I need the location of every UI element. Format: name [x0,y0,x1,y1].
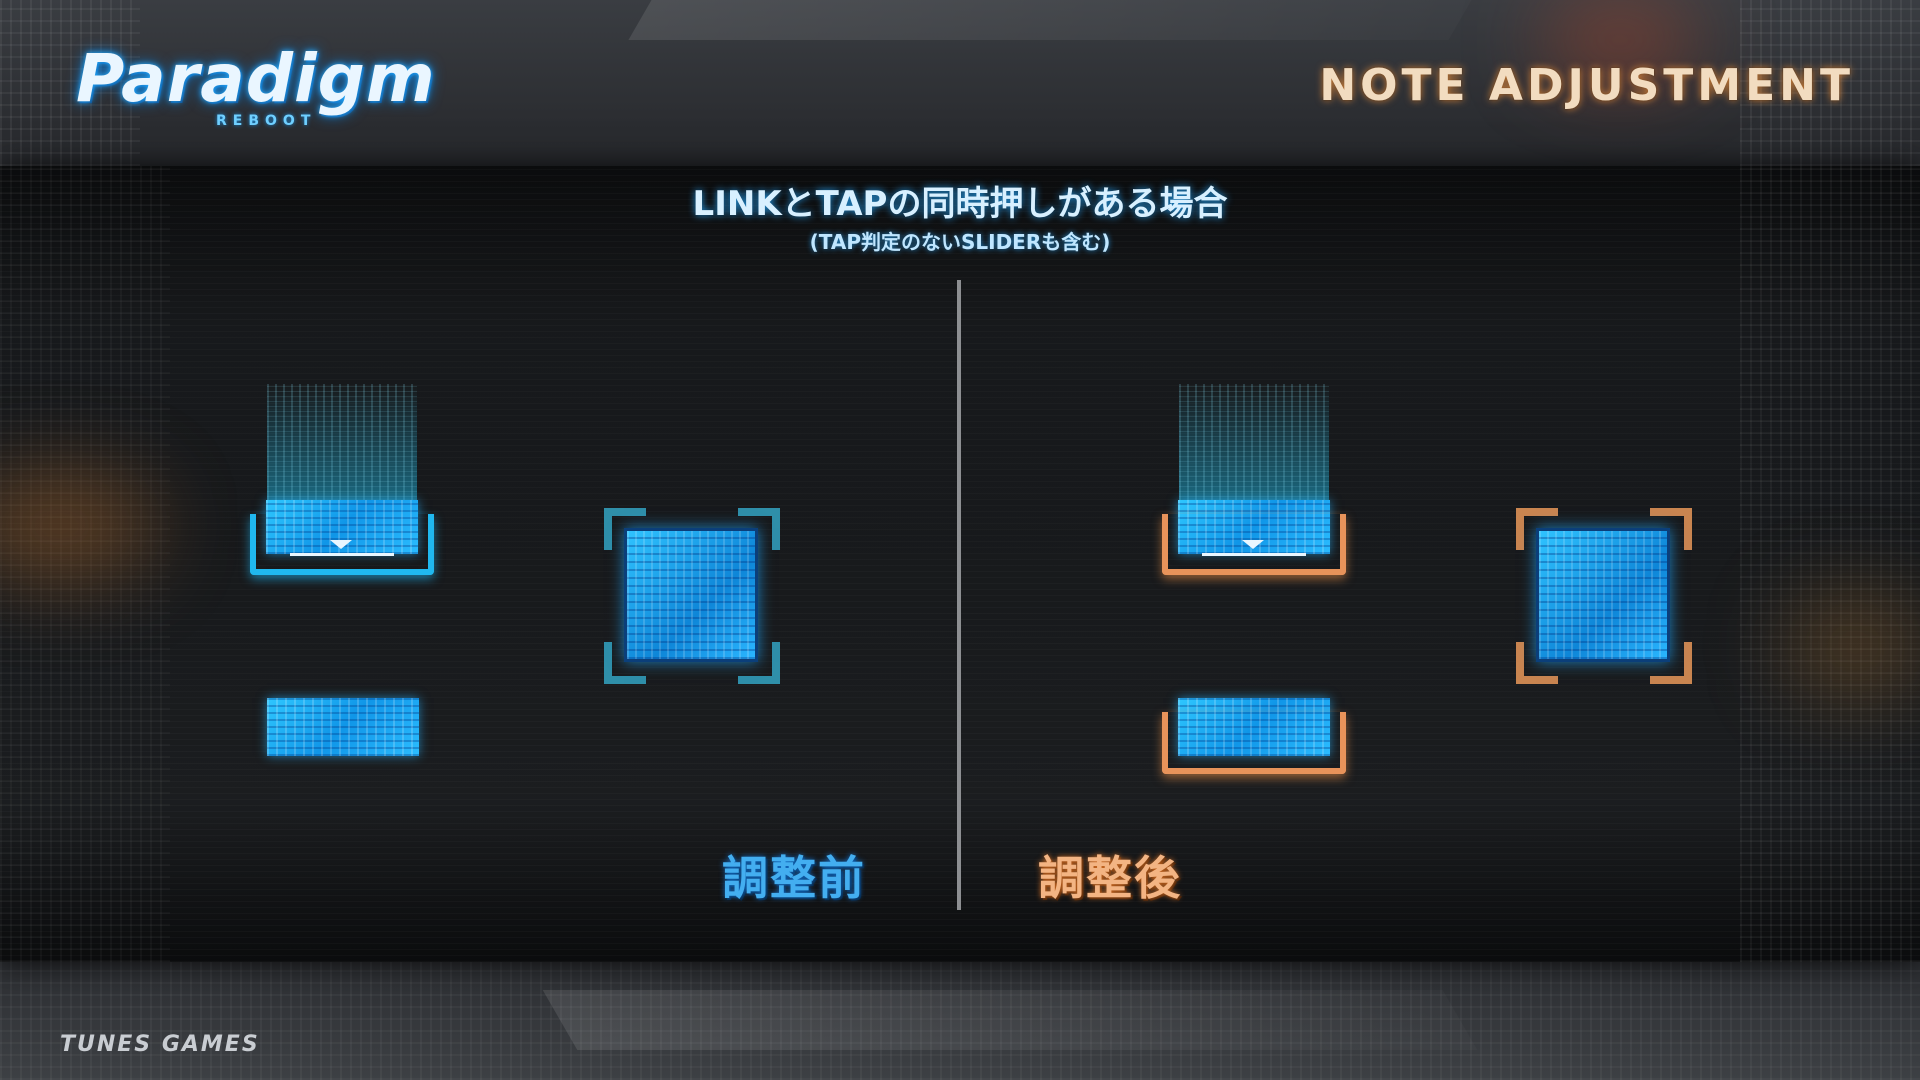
link-note-trail [1179,384,1329,502]
caption-after: 調整後 [1038,851,1182,905]
logo-subtitle: REBOOT [216,113,317,129]
bg-machinery-top-left [0,0,140,166]
square-frame-corner [604,642,646,684]
square-frame-corner [738,508,780,550]
bg-grid-right [1740,166,1920,962]
link-note-frame [250,514,434,575]
bg-machinery-top-right [1740,0,1920,166]
square-frame-corner [1516,508,1558,550]
bg-glow-left [0,466,160,586]
square-note [1536,528,1670,662]
down-arrow-icon [1242,540,1264,549]
publisher-logo: TUNES GAMES [60,1032,260,1057]
slide-heading: LINKとTAPの同時押しがある場合 [692,184,1228,224]
bg-machinery-bottom [0,962,1920,1080]
bg-grid-left [0,166,170,962]
bg-beam-top [628,0,1472,40]
link-note-frame [1162,514,1346,575]
screen-title: NOTE ADJUSTMENT [1319,60,1854,111]
slide-subheading: (TAP判定のないSLIDERも含む) [809,230,1111,254]
tap-note [267,698,419,756]
logo-wordmark: Paradigm [76,40,436,117]
square-frame-corner [1516,642,1558,684]
tap-note [1178,698,1330,756]
bg-glow-red [1540,0,1700,80]
panel-divider [957,280,961,910]
caption-before: 調整前 [722,851,866,905]
judge-line [290,553,394,556]
square-frame-corner [1650,642,1692,684]
square-frame-corner [604,508,646,550]
game-logo: Paradigm REBOOT [66,40,435,132]
down-arrow-icon [330,540,352,549]
tap-note-frame [1162,712,1346,774]
square-frame-corner [738,642,780,684]
judge-line [1202,553,1306,556]
square-frame-corner [1650,508,1692,550]
square-note [624,528,758,662]
link-note-trail [267,384,417,502]
bg-glow-right [1780,586,1920,706]
